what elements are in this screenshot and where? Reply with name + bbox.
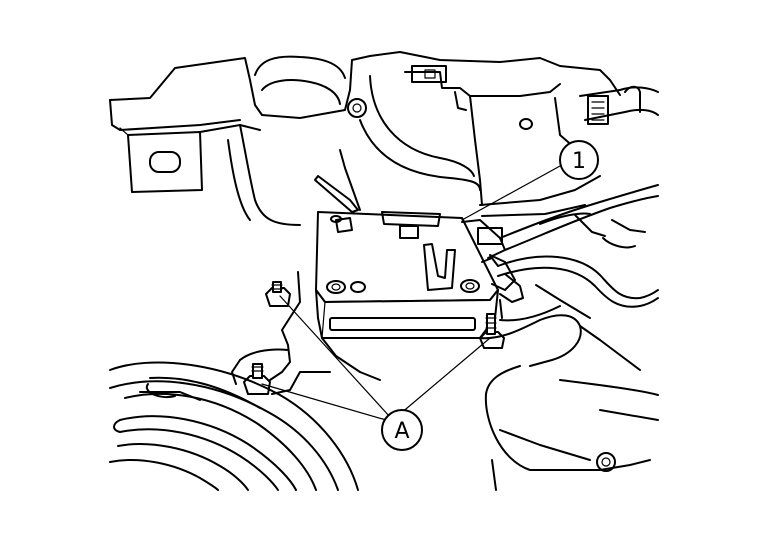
central-shroud (227, 75, 481, 226)
mounting-nut-left (265, 281, 291, 307)
callout-1: 1 (559, 140, 599, 180)
leader-lines (261, 165, 561, 421)
lower-bracket (231, 271, 659, 491)
lower-drum (109, 361, 359, 491)
callout-1-label: 1 (572, 149, 586, 174)
callout-a-label: A (394, 419, 409, 444)
callout-a: A (381, 409, 423, 451)
upper-housing (369, 51, 659, 206)
control-unit (315, 211, 524, 339)
wire-harness (479, 175, 659, 308)
upper-frame-bracket (109, 55, 371, 193)
